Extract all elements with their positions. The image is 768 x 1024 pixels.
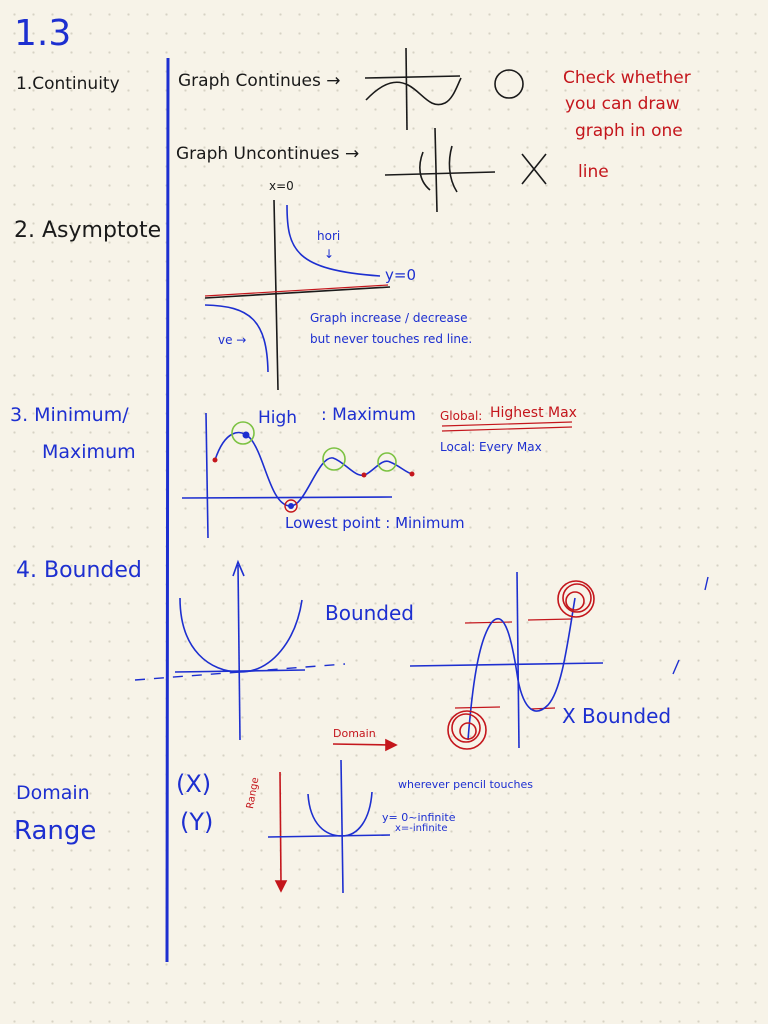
domain-arrow: [332, 738, 398, 752]
domain-arrow-label: Domain: [333, 727, 376, 740]
minmax-axes: [181, 412, 393, 539]
unbounded-red-circles: [447, 580, 595, 750]
asymptote-curve-upper: [286, 204, 381, 277]
topic-range: Range: [14, 816, 97, 846]
maximum-label: : Maximum: [321, 405, 416, 425]
global-underline: [441, 421, 573, 432]
tip-line-1: Check whether: [563, 68, 691, 88]
tip-line-3: graph in one: [575, 121, 683, 141]
page-title: 1.3: [14, 13, 72, 54]
global-label: Global:: [440, 409, 483, 423]
topic-minmax-line-1: 3. Minimum/: [10, 404, 129, 426]
margin-divider-line: [165, 57, 170, 963]
discontinuous-label: Graph Uncontinues →: [176, 144, 360, 164]
topic-minmax-line-2: Maximum: [42, 441, 136, 463]
lowest-point-label: Lowest point : Minimum: [285, 514, 465, 532]
asymptote-curve-lower: [204, 304, 269, 373]
tip-line-4: line: [578, 162, 609, 182]
x-domain-note: x=-infinite: [395, 823, 448, 834]
stray-marks: [672, 576, 709, 675]
continuous-graph-sketch: [364, 47, 462, 131]
hori-label: hori: [317, 229, 341, 243]
y-domain-note: y= 0~infinite: [382, 811, 456, 824]
topic-continuity: 1.Continuity: [16, 74, 120, 94]
asymptote-red-line: [204, 284, 389, 297]
y-asymptote-label: y=0: [385, 266, 416, 284]
minmax-points: [212, 431, 415, 509]
bounded-axes: [174, 559, 306, 741]
asymptote-note-line-2: but never touches red line.: [310, 332, 473, 346]
minmax-green-peaks: [231, 421, 397, 472]
topic-asymptote: 2. Asymptote: [14, 218, 162, 243]
topic-bounded: 4. Bounded: [16, 558, 142, 583]
asymptote-axes: [204, 199, 391, 391]
minmax-lowest-circle: [284, 499, 298, 513]
range-arrow: [274, 771, 288, 893]
local-label: Local: Every Max: [440, 440, 542, 454]
unbounded-curve: [467, 597, 576, 741]
tip-line-2: you can draw: [565, 94, 680, 114]
bounded-label: Bounded: [325, 601, 415, 625]
y-paren-label: (Y): [180, 808, 214, 836]
discontinuous-graph-sketch: [384, 127, 496, 213]
topic-domain: Domain: [16, 782, 90, 804]
high-label: High: [258, 408, 298, 428]
bounded-curve: [179, 597, 303, 673]
pencil-touch-label: wherever pencil touches: [398, 778, 533, 791]
discontinuous-x-mark: [521, 153, 547, 185]
hori-arrow: ↓: [324, 247, 335, 261]
continuous-label: Graph Continues →: [178, 71, 341, 91]
asymptote-note-line-1: Graph increase / decrease: [310, 311, 468, 325]
unbounded-axes: [409, 571, 604, 749]
ve-label: ve →: [218, 333, 247, 347]
discontinuity-x-label: x=0: [269, 179, 294, 193]
domain-range-axes: [267, 759, 391, 894]
bounded-dashed-line: [134, 663, 346, 681]
domain-range-parabola: [307, 791, 373, 837]
x-paren-label: (X): [176, 770, 212, 798]
not-bounded-label: X Bounded: [562, 704, 672, 728]
continuous-check-circle: [494, 69, 524, 99]
minmax-curve: [214, 431, 413, 507]
global-value: Highest Max: [490, 405, 577, 421]
